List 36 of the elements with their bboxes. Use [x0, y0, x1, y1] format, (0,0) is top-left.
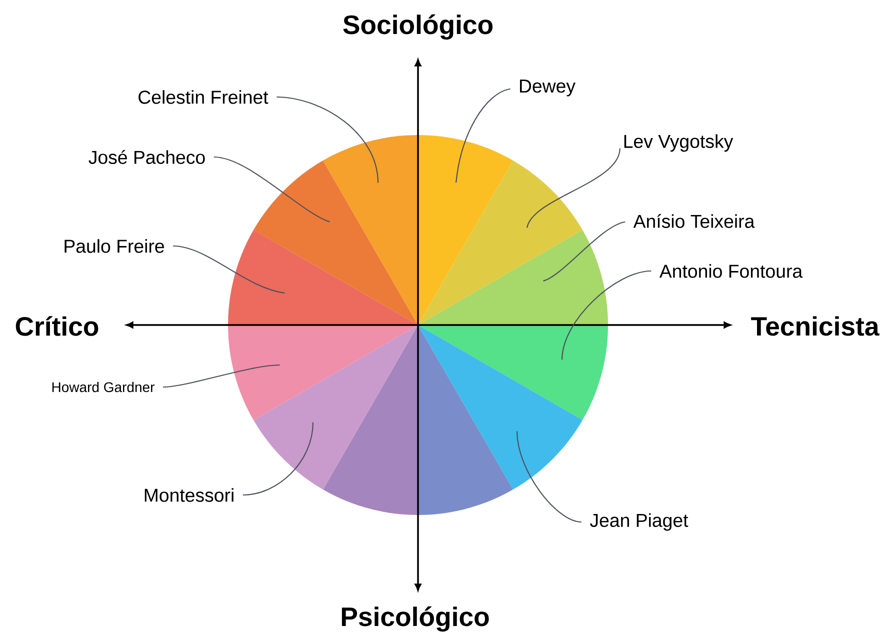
name-label: Montessori — [144, 488, 234, 502]
wedge — [418, 325, 513, 515]
wedge — [228, 230, 418, 325]
leader-line — [276, 96, 379, 183]
leader-line — [456, 88, 510, 183]
wedge — [323, 135, 418, 325]
name-label: Howard Gardner — [52, 382, 154, 392]
leader-line — [561, 270, 652, 360]
leader-line — [173, 245, 285, 294]
name-label: Jean Piaget — [590, 513, 688, 531]
leader-line — [526, 148, 620, 228]
leader-line — [162, 364, 280, 388]
name-label: Celestin Freinet — [138, 90, 268, 104]
wedge — [323, 325, 418, 515]
leader-line — [242, 422, 314, 496]
axis-label: Crítico — [16, 316, 98, 336]
wedge — [228, 325, 418, 420]
wedge — [253, 160, 418, 325]
leader-line — [516, 431, 582, 523]
wedge — [253, 325, 418, 490]
name-label: Lev Vygotsky — [624, 134, 734, 152]
axis-label: Sociológico — [343, 14, 493, 40]
leader-line — [214, 156, 330, 222]
axis-label: Psicológico — [342, 606, 489, 632]
axis-label: Tecnicista — [751, 316, 880, 336]
name-label: Dewey — [520, 80, 576, 96]
leader-line — [543, 221, 626, 282]
name-label: Paulo Freire — [64, 239, 164, 253]
wedge — [418, 325, 608, 420]
wedge — [418, 230, 608, 325]
name-label: Antonio Fontoura — [659, 264, 803, 278]
wedge — [418, 135, 513, 325]
wedge — [418, 325, 583, 490]
name-label: Anísio Teixeira — [633, 214, 755, 228]
wedge — [418, 160, 583, 325]
name-label: José Pacheco — [88, 150, 205, 164]
